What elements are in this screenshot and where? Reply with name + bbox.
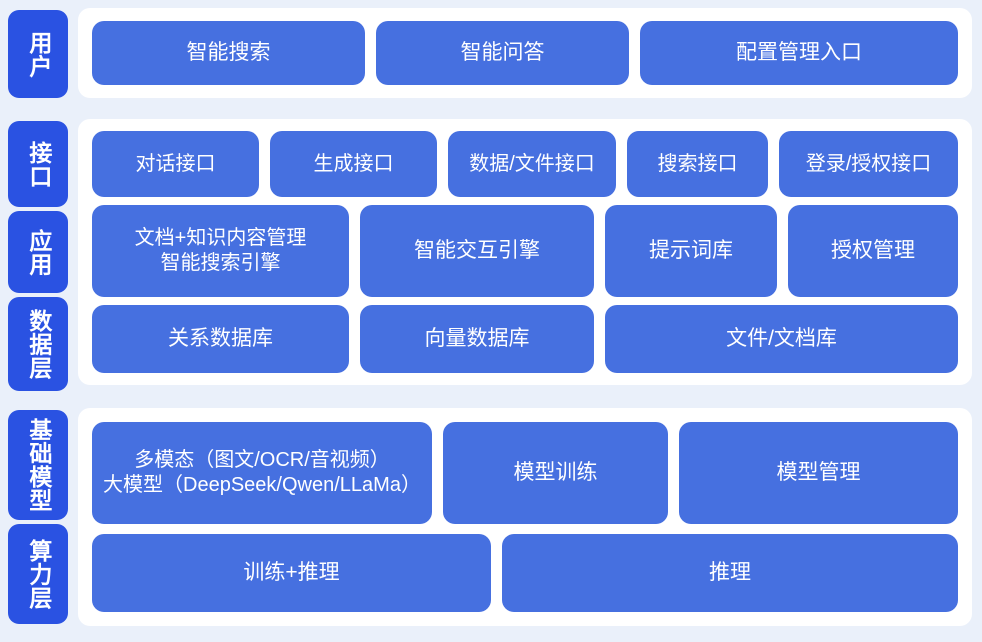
box-model-training[interactable]: 模型训练: [443, 422, 668, 525]
platform-rail: 接口 应用 数据层: [8, 119, 68, 391]
rail-tab-foundation-model[interactable]: 基础模型: [8, 410, 68, 520]
box-smart-interaction-engine[interactable]: 智能交互引擎: [360, 205, 594, 298]
box-document-knowledge-management[interactable]: 文档+知识内容管理 智能搜索引擎: [92, 205, 349, 298]
band-divider-top: [0, 104, 982, 113]
user-rail: 用户: [8, 8, 68, 98]
box-search-api[interactable]: 搜索接口: [627, 131, 768, 198]
box-authorization-management[interactable]: 授权管理: [788, 205, 958, 298]
band-divider-bottom: [0, 391, 982, 400]
data-box-row: 关系数据库 向量数据库 文件/文档库: [92, 305, 958, 373]
box-dialog-api[interactable]: 对话接口: [92, 131, 259, 198]
rail-tab-application[interactable]: 应用: [8, 211, 68, 293]
infrastructure-panel: 多模态（图文/OCR/音视频） 大模型（DeepSeek/Qwen/LLaMa）…: [78, 408, 972, 626]
section-infrastructure: 基础模型 算力层 多模态（图文/OCR/音视频） 大模型（DeepSeek/Qw…: [0, 400, 982, 636]
box-multimodal-large-model[interactable]: 多模态（图文/OCR/音视频） 大模型（DeepSeek/Qwen/LLaMa）: [92, 422, 432, 525]
box-model-management[interactable]: 模型管理: [679, 422, 958, 525]
api-box-row: 对话接口 生成接口 数据/文件接口 搜索接口 登录/授权接口: [92, 131, 958, 198]
section-platform: 接口 应用 数据层 对话接口 生成接口 数据/文件接口 搜索接口 登录/授权接口…: [0, 113, 982, 391]
compute-box-row: 训练+推理 推理: [92, 534, 958, 612]
section-user: 用户 智能搜索 智能问答 配置管理入口: [0, 0, 982, 104]
box-training-and-inference[interactable]: 训练+推理: [92, 534, 491, 612]
rail-tab-data-layer[interactable]: 数据层: [8, 297, 68, 391]
box-inference[interactable]: 推理: [502, 534, 958, 612]
application-box-row: 文档+知识内容管理 智能搜索引擎 智能交互引擎 提示词库 授权管理: [92, 205, 958, 298]
box-vector-database[interactable]: 向量数据库: [360, 305, 594, 373]
model-box-row: 多模态（图文/OCR/音视频） 大模型（DeepSeek/Qwen/LLaMa）…: [92, 422, 958, 525]
box-login-auth-api[interactable]: 登录/授权接口: [779, 131, 958, 198]
box-smart-search[interactable]: 智能搜索: [92, 21, 365, 85]
box-generation-api[interactable]: 生成接口: [270, 131, 437, 198]
box-smart-qa[interactable]: 智能问答: [376, 21, 629, 85]
box-prompt-library[interactable]: 提示词库: [605, 205, 777, 298]
box-file-document-store[interactable]: 文件/文档库: [605, 305, 958, 373]
infrastructure-rail: 基础模型 算力层: [8, 408, 68, 626]
user-box-row: 智能搜索 智能问答 配置管理入口: [92, 21, 958, 85]
box-data-file-api[interactable]: 数据/文件接口: [448, 131, 616, 198]
user-panel: 智能搜索 智能问答 配置管理入口: [78, 8, 972, 98]
rail-tab-compute-layer[interactable]: 算力层: [8, 524, 68, 624]
rail-tab-api[interactable]: 接口: [8, 121, 68, 207]
box-relational-database[interactable]: 关系数据库: [92, 305, 349, 373]
rail-tab-user[interactable]: 用户: [8, 10, 68, 98]
box-config-management-entry[interactable]: 配置管理入口: [640, 21, 958, 85]
platform-panel: 对话接口 生成接口 数据/文件接口 搜索接口 登录/授权接口 文档+知识内容管理…: [78, 119, 972, 385]
